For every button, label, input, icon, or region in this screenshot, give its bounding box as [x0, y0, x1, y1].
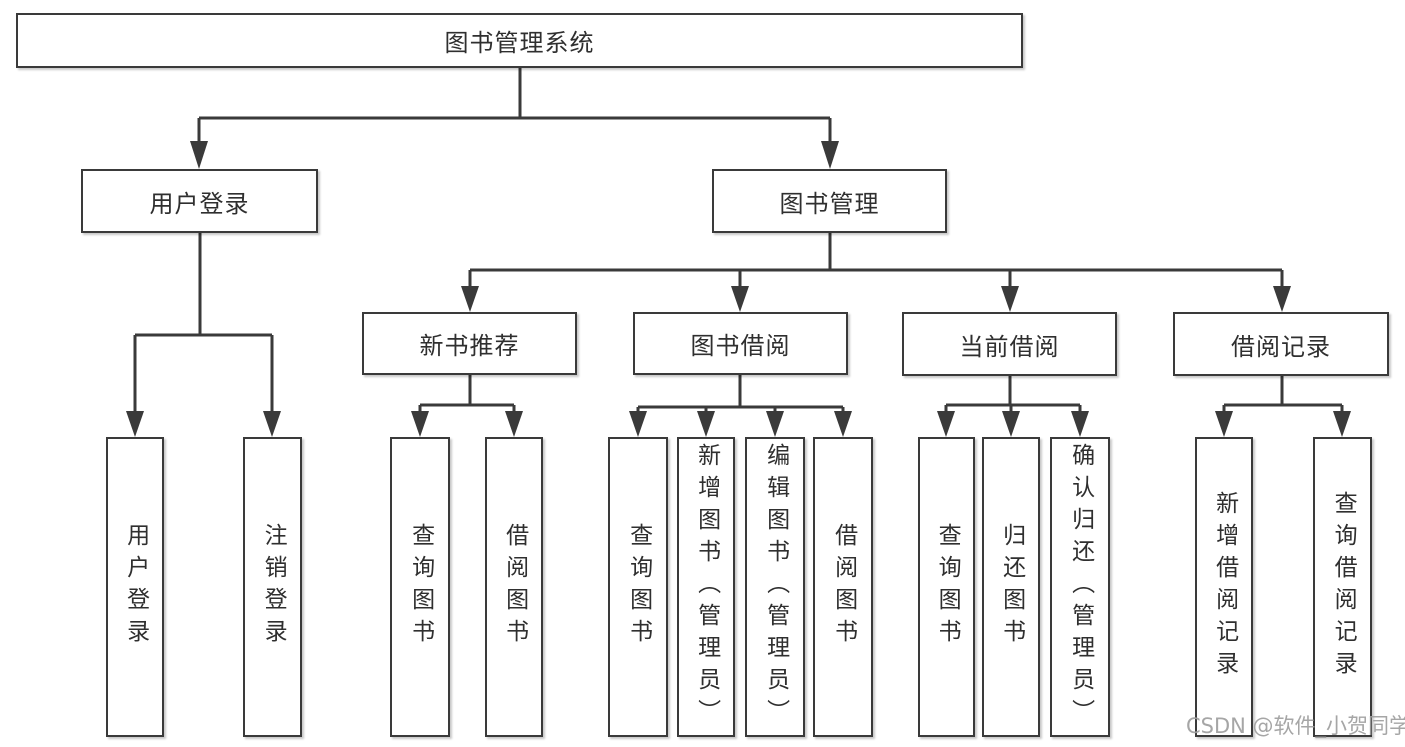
- leaf-records-query-borrow-record: 查询借阅记录: [1313, 437, 1372, 737]
- node-new-book-recommend-label: 新书推荐: [419, 332, 520, 360]
- node-user-login: 用户登录: [81, 169, 318, 233]
- leaf-newrec-borrow-books: 借阅图书: [485, 437, 543, 737]
- leaf-current-confirm-return-admin-label: 确认归还（管理员）: [1067, 443, 1094, 731]
- leaf-newrec-query-books: 查询图书: [390, 437, 450, 737]
- leaf-logout-label: 注销登录: [260, 523, 287, 651]
- node-user-login-label: 用户登录: [149, 189, 250, 218]
- leaf-current-confirm-return-admin: 确认归还（管理员）: [1050, 437, 1110, 737]
- node-book-borrow: 图书借阅: [633, 312, 848, 375]
- connector-current-borrow-to-children: [937, 376, 1089, 437]
- leaf-borrow-query-books: 查询图书: [608, 437, 668, 737]
- leaf-records-add-borrow-record: 新增借阅记录: [1195, 437, 1253, 737]
- leaf-user-login: 用户登录: [106, 437, 164, 737]
- leaf-borrow-edit-books-admin: 编辑图书（管理员）: [745, 437, 805, 737]
- leaf-borrow-add-books-admin: 新增图书（管理员）: [677, 437, 735, 737]
- leaf-current-query-books-label: 查询图书: [934, 523, 961, 651]
- node-current-borrow: 当前借阅: [902, 312, 1117, 376]
- node-book-management: 图书管理: [712, 169, 947, 233]
- node-current-borrow-label: 当前借阅: [959, 332, 1060, 361]
- csdn-watermark: CSDN @软件_小贺同学: [1186, 714, 1405, 738]
- node-book-borrow-label: 图书借阅: [690, 332, 791, 360]
- node-new-book-recommend: 新书推荐: [362, 312, 577, 375]
- connector-root-to-level2: [190, 68, 839, 169]
- leaf-borrow-query-books-label: 查询图书: [625, 523, 652, 651]
- leaf-current-return-books: 归还图书: [982, 437, 1040, 737]
- leaf-logout: 注销登录: [243, 437, 302, 737]
- leaf-borrow-add-books-admin-label: 新增图书（管理员）: [693, 443, 720, 731]
- connector-book-management-to-level3: [461, 233, 1291, 312]
- node-borrow-records-label: 借阅记录: [1231, 332, 1331, 361]
- connector-book-borrow-to-children: [629, 375, 852, 437]
- node-root: 图书管理系统: [16, 13, 1023, 68]
- leaf-newrec-query-books-label: 查询图书: [407, 523, 434, 651]
- leaf-borrow-edit-books-admin-label: 编辑图书（管理员）: [762, 443, 789, 731]
- connector-user-login-to-children: [126, 233, 281, 437]
- leaf-current-return-books-label: 归还图书: [998, 523, 1025, 651]
- connector-new-book-recommend-to-children: [411, 375, 523, 437]
- connector-borrow-records-to-children: [1215, 376, 1351, 437]
- leaf-records-query-borrow-record-label: 查询借阅记录: [1330, 491, 1357, 683]
- leaf-borrow-borrow-books: 借阅图书: [813, 437, 873, 737]
- node-book-management-label: 图书管理: [779, 189, 880, 218]
- node-root-label: 图书管理系统: [444, 29, 595, 57]
- leaf-current-query-books: 查询图书: [918, 437, 975, 737]
- leaf-borrow-borrow-books-label: 借阅图书: [830, 523, 857, 651]
- leaf-records-add-borrow-record-label: 新增借阅记录: [1211, 491, 1238, 683]
- leaf-newrec-borrow-books-label: 借阅图书: [501, 523, 528, 651]
- leaf-user-login-label: 用户登录: [122, 523, 149, 651]
- node-borrow-records: 借阅记录: [1173, 312, 1389, 376]
